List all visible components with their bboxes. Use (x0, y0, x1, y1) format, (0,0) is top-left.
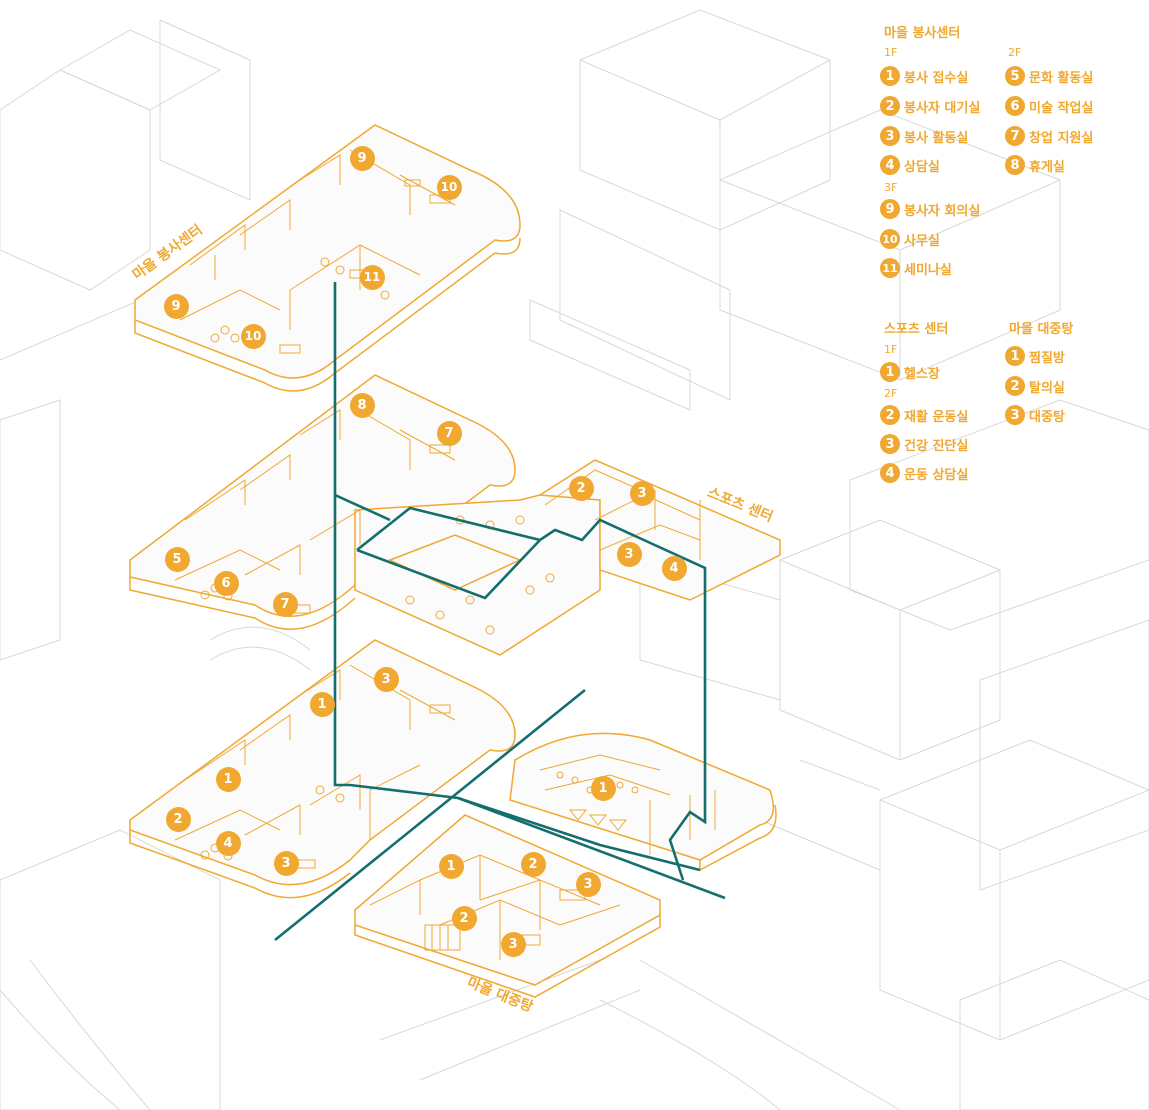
room-badge: 1 (590, 775, 616, 801)
number-badge: 1 (1005, 346, 1025, 366)
legend-item: 4 상담실 (880, 155, 940, 175)
legend-sports-title: 스포츠 센터 (884, 322, 949, 337)
sports-1f-plate (509, 732, 775, 861)
room-badge: 9 (349, 145, 375, 171)
number-badge: 3 (880, 126, 900, 146)
bathhouse-plate (354, 814, 661, 986)
number-badge: 3 (1005, 405, 1025, 425)
legend-label: 문화 활동실 (1029, 70, 1094, 86)
legend-label: 봉사 활동실 (904, 130, 969, 146)
legend-label: 탈의실 (1029, 380, 1065, 396)
room-badge: 3 (273, 850, 299, 876)
legend-item: 2 재활 운동실 (880, 405, 968, 425)
legend-volunteer-title: 마을 봉사센터 (884, 26, 961, 41)
room-badge: 7 (272, 591, 298, 617)
legend-label: 미술 작업실 (1029, 100, 1094, 116)
room-badge: 1 (309, 691, 335, 717)
circulation-paths (274, 282, 726, 942)
legend-label: 운동 상담실 (904, 467, 969, 483)
legend-label: 창업 지원실 (1029, 130, 1094, 146)
floor-1f-plate (129, 639, 516, 886)
number-badge: 4 (880, 463, 900, 483)
room-badge: 3 (616, 541, 642, 567)
legend-item: 3 봉사 활동실 (880, 126, 968, 146)
legend-label: 대중탕 (1029, 409, 1065, 425)
room-badge: 2 (451, 905, 477, 931)
room-badge: 8 (349, 392, 375, 418)
legend-item: 2 봉사자 대기실 (880, 96, 980, 116)
number-badge: 5 (1005, 66, 1025, 86)
legend-sports-2f: 2F (884, 387, 898, 400)
legend-bathhouse-title: 마을 대중탕 (1009, 322, 1074, 337)
number-badge: 3 (880, 434, 900, 454)
legend-sports-1f: 1F (884, 343, 898, 356)
number-badge: 1 (880, 362, 900, 382)
legend-label: 상담실 (904, 159, 940, 175)
room-badge: 4 (215, 830, 241, 856)
legend-label: 사무실 (904, 233, 940, 249)
legend-item: 3 건강 진단실 (880, 434, 968, 454)
room-badge: 1 (438, 853, 464, 879)
legend-label: 찜질방 (1029, 350, 1065, 366)
room-badge: 2 (165, 806, 191, 832)
legend-volunteer-3f: 3F (884, 181, 898, 194)
legend-item: 10 사무실 (880, 229, 940, 249)
room-badge: 10 (436, 174, 462, 200)
legend-item: 1 봉사 접수실 (880, 66, 968, 86)
room-badge: 3 (575, 871, 601, 897)
legend-item: 7 창업 지원실 (1005, 126, 1093, 146)
room-badge: 7 (436, 420, 462, 446)
legend-label: 세미나실 (904, 262, 952, 278)
room-badge: 2 (520, 851, 546, 877)
room-badge: 5 (164, 546, 190, 572)
legend-label: 휴게실 (1029, 159, 1065, 175)
number-badge: 2 (1005, 376, 1025, 396)
room-badge: 1 (215, 766, 241, 792)
sports-2f-plate (537, 459, 781, 601)
terrace-plate (354, 479, 601, 656)
legend-item: 9 봉사자 회의실 (880, 199, 980, 219)
room-badge: 11 (359, 264, 385, 290)
legend-item: 5 문화 활동실 (1005, 66, 1093, 86)
number-badge: 10 (880, 229, 900, 249)
number-badge: 2 (880, 405, 900, 425)
room-badge: 10 (240, 323, 266, 349)
number-badge: 2 (880, 96, 900, 116)
number-badge: 11 (880, 258, 900, 278)
legend-label: 헬스장 (904, 366, 940, 382)
legend-item: 8 휴게실 (1005, 155, 1065, 175)
number-badge: 1 (880, 66, 900, 86)
room-badge: 2 (568, 475, 594, 501)
number-badge: 4 (880, 155, 900, 175)
number-badge: 7 (1005, 126, 1025, 146)
legend-item: 1 헬스장 (880, 362, 940, 382)
context-buildings (0, 9, 1149, 1110)
legend-label: 봉사자 대기실 (904, 100, 981, 116)
room-badge: 9 (163, 293, 189, 319)
room-badge: 4 (661, 555, 687, 581)
number-badge: 6 (1005, 96, 1025, 116)
room-badge: 3 (373, 666, 399, 692)
legend-item: 6 미술 작업실 (1005, 96, 1093, 116)
room-badge: 3 (500, 931, 526, 957)
number-badge: 8 (1005, 155, 1025, 175)
legend-item: 11 세미나실 (880, 258, 952, 278)
legend-item: 2 탈의실 (1005, 376, 1065, 396)
legend-item: 1 찜질방 (1005, 346, 1065, 366)
legend-label: 봉사 접수실 (904, 70, 969, 86)
room-badge: 3 (629, 480, 655, 506)
room-badge: 6 (213, 570, 239, 596)
legend-volunteer-1f: 1F (884, 46, 898, 59)
legend-item: 3 대중탕 (1005, 405, 1065, 425)
legend-label: 봉사자 회의실 (904, 203, 981, 219)
legend-label: 재활 운동실 (904, 409, 969, 425)
legend-label: 건강 진단실 (904, 438, 969, 454)
legend-volunteer-2f: 2F (1008, 46, 1022, 59)
number-badge: 9 (880, 199, 900, 219)
legend-item: 4 운동 상담실 (880, 463, 968, 483)
